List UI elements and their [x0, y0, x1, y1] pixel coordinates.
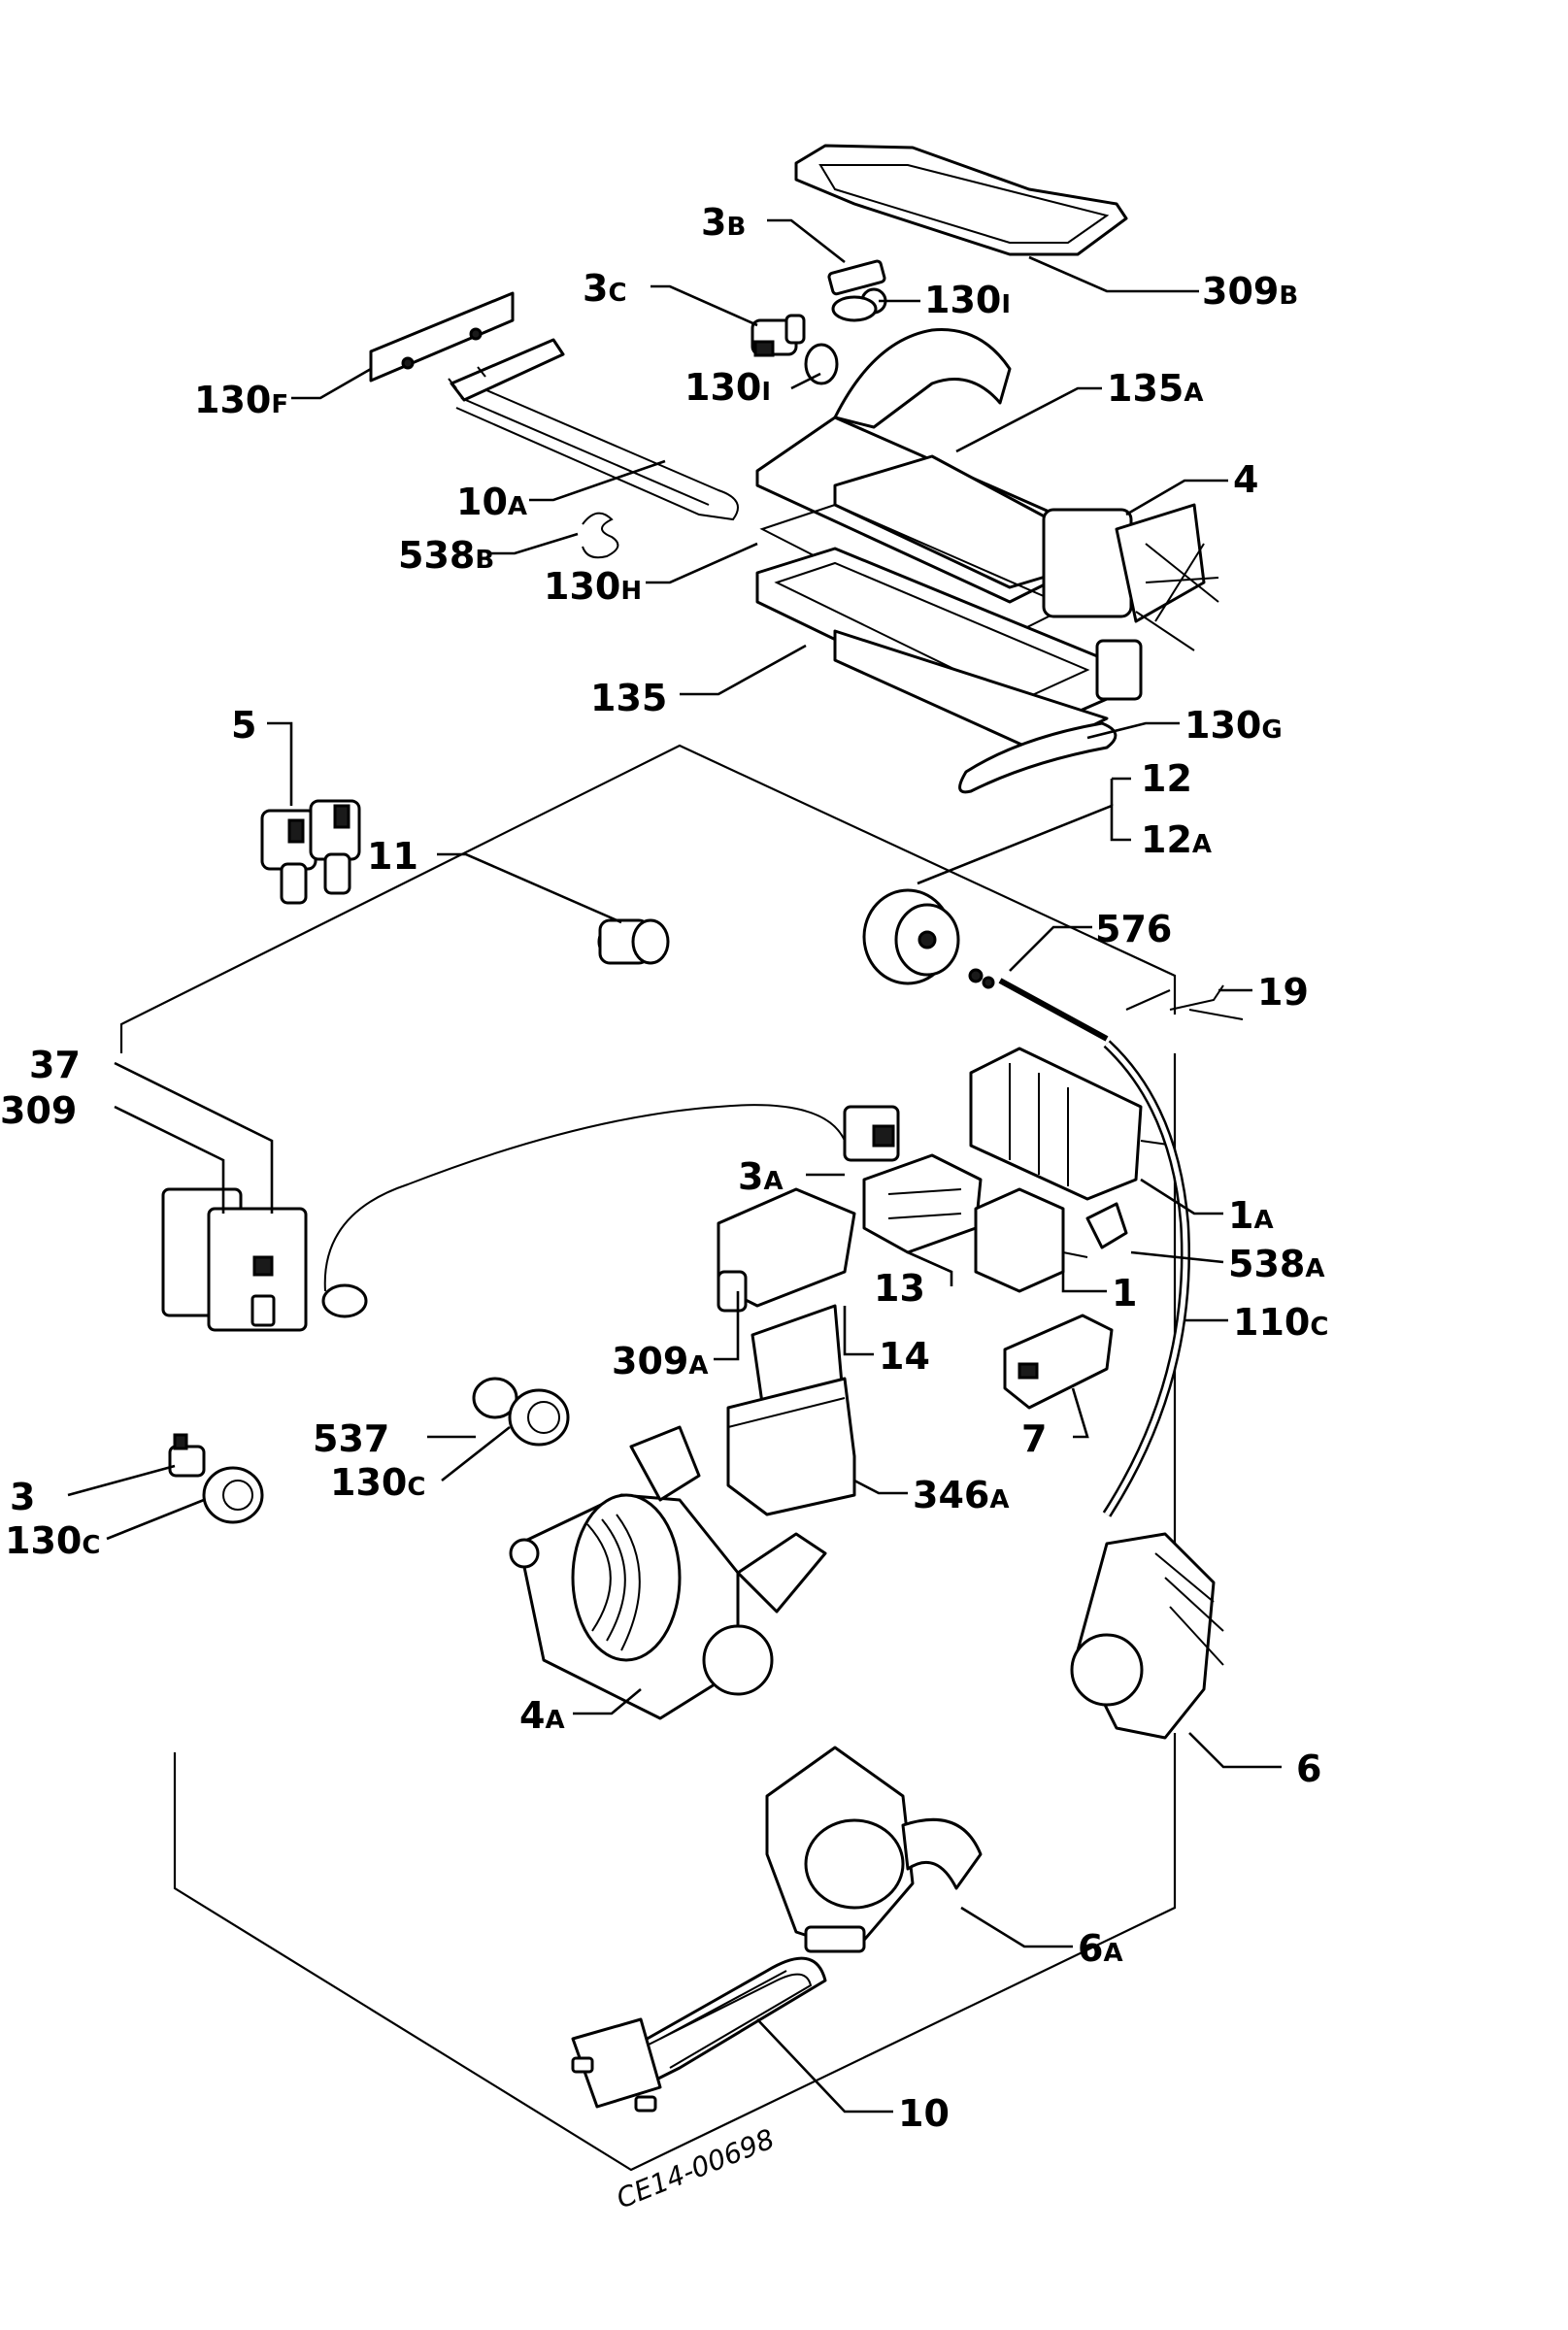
- label-4a: 4A: [519, 1694, 565, 1737]
- seal-130i-lower: [804, 343, 839, 385]
- rod-576-part: [998, 978, 1109, 1042]
- heating-element-10a-part: [448, 338, 739, 521]
- label-13: 13: [874, 1267, 925, 1310]
- label-1: 1: [1112, 1272, 1137, 1315]
- label-135a: 135A: [1107, 367, 1203, 410]
- drive-motor-4a-part: [509, 1425, 827, 1720]
- inlet-valves-5-part: [260, 799, 361, 905]
- label-309: 309: [0, 1089, 77, 1132]
- label-5: 5: [231, 704, 256, 747]
- fan-motor-4-part: [1042, 503, 1219, 701]
- label-4: 4: [1233, 458, 1258, 501]
- label-130f: 130F: [194, 379, 288, 421]
- label-10: 10: [898, 2092, 950, 2135]
- label-130i-a: 130I: [924, 279, 1011, 321]
- pressure-tube-part: [323, 1104, 846, 1292]
- tube-end-part: [321, 1283, 368, 1318]
- programme-timer-1a-part: [969, 1047, 1176, 1201]
- label-130c-b: 130C: [5, 1519, 100, 1562]
- clip-538a-part: [1085, 1202, 1128, 1249]
- part-labels: 309B 3B 3C 130I 130I 130F 135A 4 10A 538…: [0, 201, 1328, 2135]
- label-3b: 3B: [701, 201, 746, 244]
- capacitor-11-part: [597, 918, 670, 965]
- label-537: 537: [313, 1417, 389, 1460]
- pump-6a-part: [765, 1746, 983, 1953]
- label-6a: 6A: [1078, 1927, 1123, 1970]
- label-3c: 3C: [583, 267, 627, 310]
- label-11: 11: [367, 835, 418, 878]
- label-130i-b: 130I: [684, 366, 771, 409]
- drawing-code: CE14-00698: [612, 2122, 779, 2214]
- label-3: 3: [10, 1476, 35, 1518]
- label-10a: 10A: [456, 481, 527, 523]
- label-576: 576: [1095, 908, 1172, 950]
- gasket-plate-130f-part: [369, 291, 515, 383]
- grommet-130c-b-part: [202, 1466, 264, 1524]
- label-19: 19: [1257, 971, 1309, 1014]
- label-130c-a: 130C: [330, 1461, 425, 1504]
- label-346a: 346A: [913, 1474, 1009, 1516]
- grommet-130c-a-part: [508, 1388, 570, 1447]
- thermostat-3c-part: [751, 314, 806, 357]
- filter-37-part: [161, 1187, 308, 1332]
- label-6: 6: [1296, 1748, 1321, 1790]
- label-37: 37: [29, 1044, 81, 1086]
- drain-pump-6-part: [1070, 1532, 1224, 1740]
- switch-block-13-part: [862, 1153, 983, 1254]
- label-309b: 309B: [1202, 270, 1298, 313]
- label-135: 135: [590, 677, 667, 719]
- air-duct-135a-part: [755, 328, 1080, 604]
- label-7: 7: [1021, 1417, 1047, 1460]
- label-3a: 3A: [738, 1155, 784, 1198]
- selector-knob-12-part: [862, 888, 995, 989]
- label-130h: 130H: [544, 565, 642, 608]
- belt-130g-part: [958, 721, 1118, 794]
- top-cover-part: [794, 144, 1128, 256]
- leader-lines: [67, 218, 1282, 2114]
- label-130g: 130G: [1184, 704, 1283, 747]
- housing-346a-part: [726, 1377, 856, 1516]
- label-309a: 309A: [612, 1340, 708, 1382]
- label-538b: 538B: [398, 534, 494, 577]
- clip-538b-part: [582, 512, 619, 559]
- selector-1-part: [974, 1187, 1088, 1293]
- label-12: 12: [1141, 757, 1192, 800]
- label-538a: 538A: [1228, 1243, 1324, 1285]
- label-110c: 110C: [1233, 1301, 1328, 1344]
- label-12a: 12A: [1141, 818, 1212, 861]
- label-14: 14: [879, 1335, 930, 1378]
- thermostat-3-part: [168, 1433, 206, 1478]
- label-1a: 1A: [1228, 1194, 1274, 1237]
- heating-element-10-part: [571, 1956, 827, 2113]
- pressure-switch-3a-part: [843, 1105, 900, 1162]
- door-lock-7-part: [1003, 1314, 1114, 1410]
- seal-130i-upper: [831, 295, 878, 322]
- hose-110c-inner: [1104, 1042, 1188, 1516]
